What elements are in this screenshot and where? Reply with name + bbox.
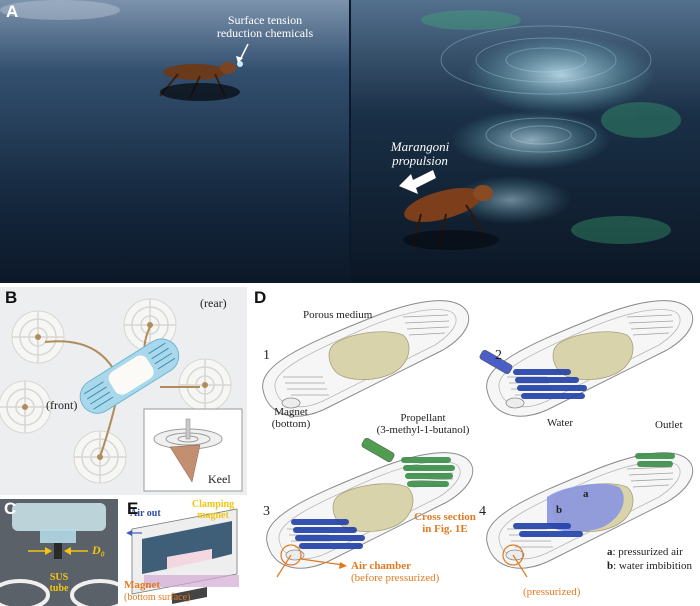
label-d0: D₀ bbox=[92, 543, 105, 557]
callout-surface-tension: Surface tension reduction chemicals bbox=[216, 13, 314, 41]
air-chamber-sub: (before pressurized) bbox=[351, 571, 440, 584]
step-1: 1 bbox=[263, 348, 270, 363]
legend-a: a: pressurized air bbox=[607, 546, 683, 559]
robot-insect-right bbox=[403, 185, 499, 251]
air-chamber-title: Air chamber bbox=[351, 560, 411, 572]
label-front: (front) bbox=[46, 398, 78, 412]
panel-d: D 1 2 3 4 Porous medium Magnet (bottom) … bbox=[251, 287, 700, 606]
label-magnet-e: Magnet (bottom surface) bbox=[124, 579, 191, 603]
panel-b-photo bbox=[0, 298, 243, 492]
panel-e-diagram bbox=[126, 508, 239, 604]
panel-b: (rear) (front) Keel B bbox=[0, 287, 247, 495]
label-clamping-magnet: Clamping magnet bbox=[191, 499, 235, 521]
label-water: Water bbox=[547, 417, 573, 429]
step-3: 3 bbox=[263, 504, 270, 519]
legend-b-text: : water imbibition bbox=[613, 560, 692, 572]
panel-label-b: B bbox=[5, 288, 18, 307]
step-4: 4 bbox=[479, 504, 486, 519]
panel-label-d: D bbox=[254, 288, 267, 307]
label-rear: (rear) bbox=[200, 296, 227, 310]
magnet-sub: (bottom surface) bbox=[124, 591, 191, 603]
label-air-out: Air out bbox=[130, 508, 161, 519]
legend-b: b: water imbibition bbox=[607, 560, 692, 573]
label-porous-medium: Porous medium bbox=[303, 309, 373, 321]
label-a-arrow: a bbox=[583, 488, 589, 500]
legend-b-key: b bbox=[607, 560, 614, 572]
panel-a-left-photo bbox=[0, 0, 349, 283]
panel-a: Surface tension reduction chemicals Mara… bbox=[0, 0, 700, 283]
label-keel: Keel bbox=[208, 472, 231, 486]
label-b-arrow: b bbox=[556, 504, 563, 516]
label-cross-section: Cross section in Fig. 1E bbox=[414, 511, 476, 535]
label-magnet-bottom: Magnet (bottom) bbox=[271, 406, 311, 430]
panel-label-e: E bbox=[127, 499, 139, 518]
panel-label-c: C bbox=[4, 499, 17, 518]
robot-insect-left bbox=[159, 61, 243, 101]
label-propellant: Propellant (3-methyl-1-butanol) bbox=[376, 412, 470, 436]
legend-a-key: a bbox=[607, 546, 613, 558]
panel-label-a: A bbox=[6, 2, 19, 21]
panel-d-diagram bbox=[262, 300, 694, 578]
step-2: 2 bbox=[495, 348, 502, 363]
panel-a-right-photo bbox=[351, 0, 700, 283]
panel-e: Air out Clamping magnet Magnet (bottom s… bbox=[122, 499, 247, 606]
propulsion-arrow-icon bbox=[399, 170, 436, 194]
label-marangoni: Marangoni propulsion bbox=[390, 139, 450, 169]
panel-c: SUS tube D₀ C bbox=[0, 499, 118, 606]
label-pressurized: (pressurized) bbox=[523, 586, 581, 598]
robot-body bbox=[79, 338, 180, 414]
panel-c-photo bbox=[0, 499, 118, 606]
label-air-chamber: Air chamber (before pressurized) bbox=[351, 560, 440, 584]
magnet-title: Magnet bbox=[124, 579, 161, 591]
label-outlet: Outlet bbox=[655, 419, 683, 431]
label-sus-tube: SUS tube bbox=[49, 572, 69, 594]
legend-a-text: : pressurized air bbox=[612, 546, 683, 558]
